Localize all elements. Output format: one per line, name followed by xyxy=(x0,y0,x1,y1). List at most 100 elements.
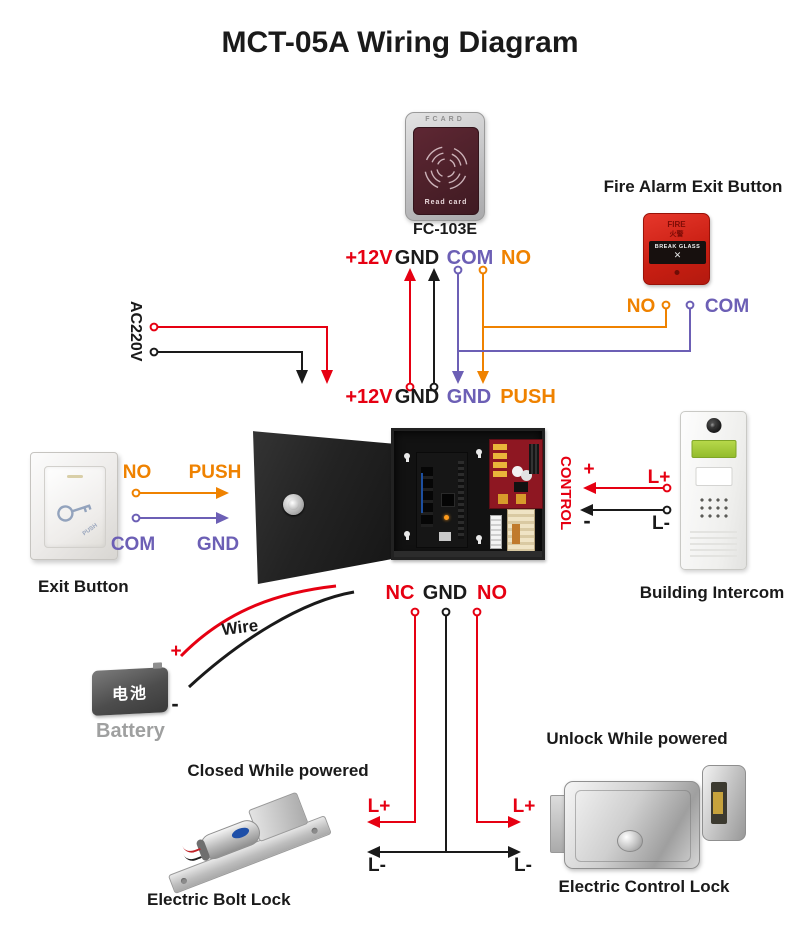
relay-no-label: NO xyxy=(477,582,507,604)
exit-button-led xyxy=(67,475,83,478)
exit-button-face: PUSH xyxy=(44,466,106,548)
mounting-keyhole-icon xyxy=(476,449,482,458)
wire-firealarm-no xyxy=(484,309,667,328)
electric-control-lock-device xyxy=(550,765,746,873)
lock-face xyxy=(575,790,691,862)
controllock-label: Electric Control Lock xyxy=(558,877,730,896)
board-sticker xyxy=(439,532,451,541)
ctrl-12v-label: +12V xyxy=(345,386,393,408)
camera-icon xyxy=(706,418,721,433)
control-box-cabinet xyxy=(391,428,545,560)
building-intercom-device xyxy=(680,411,747,570)
battery-minus: - xyxy=(171,691,179,716)
control-plus: + xyxy=(583,459,595,480)
transformer-coil xyxy=(512,524,520,544)
boltlock-title: Closed While powered xyxy=(187,761,369,780)
battery-cn-text: 电池 xyxy=(111,684,148,704)
control-box-door xyxy=(253,431,392,584)
reader-top-12v: +12V xyxy=(345,247,393,269)
control-output-label: CONTROL xyxy=(557,456,574,531)
ctrl-push-label: PUSH xyxy=(500,386,556,408)
fire-alarm-com-label: COM xyxy=(704,296,750,317)
inductor xyxy=(498,494,508,504)
exit-button-device: PUSH xyxy=(30,452,118,560)
rfid-arcs-icon xyxy=(424,146,468,190)
lock-body xyxy=(564,781,700,869)
intercom-label: Building Intercom xyxy=(639,583,785,602)
battery-terminal xyxy=(153,662,162,669)
fire-alarm-no-label: NO xyxy=(626,296,656,317)
control-minus: - xyxy=(583,508,591,533)
brass-latch xyxy=(713,792,723,814)
battery-device: 电池 xyxy=(92,662,168,716)
wire-ac-neutral xyxy=(157,351,303,371)
fire-alarm-text-cn: 火警 xyxy=(669,231,684,238)
exit-no-label: NO xyxy=(122,462,152,483)
relay-nc-label: NC xyxy=(385,582,415,604)
relay-bank xyxy=(421,467,433,527)
break-glass-text: BREAK GLASS xyxy=(654,244,701,250)
mounting-keyhole-icon xyxy=(404,453,410,462)
exit-button-label: Exit Button xyxy=(38,577,129,596)
door-lock-icon xyxy=(283,494,304,515)
boltlock-lplus-label: L+ xyxy=(367,796,391,817)
heatsink xyxy=(529,444,539,474)
wire-group xyxy=(139,274,691,853)
cpu-chip xyxy=(441,493,455,507)
access-control-board xyxy=(416,452,468,548)
card-reader-brand: FCARD xyxy=(425,116,465,123)
boltlock-lminus-label: L- xyxy=(368,855,386,876)
wire-gnd-locks xyxy=(379,616,509,853)
speaker-grille-icon xyxy=(690,531,737,557)
exit-push-label: PUSH xyxy=(188,462,242,483)
board-trace xyxy=(421,473,423,513)
fire-alarm-device: FIRE 火警 BREAK GLASS ✕ xyxy=(643,213,710,285)
fire-alarm-title: Fire Alarm Exit Button xyxy=(603,177,783,196)
ctrl-gnd-label: GND xyxy=(394,386,440,408)
page-title: MCT-05A Wiring Diagram xyxy=(221,26,579,59)
reader-top-gnd: GND xyxy=(394,247,440,269)
controllock-lplus-label: L+ xyxy=(512,796,536,817)
electric-bolt-lock-device xyxy=(163,791,339,895)
controllock-title: Unlock While powered xyxy=(546,729,728,748)
fire-alarm-dot xyxy=(674,270,679,275)
card-reader-model: FC-103E xyxy=(412,221,478,238)
exit-gnd-label: GND xyxy=(196,534,240,555)
mounting-keyhole-icon xyxy=(404,531,410,540)
keypad-icon xyxy=(697,496,730,520)
wire-firealarm-com xyxy=(459,309,691,352)
card-reader-device: FCARD Read card xyxy=(405,112,485,221)
capacitor xyxy=(512,466,523,477)
reader-top-no: NO xyxy=(501,247,531,269)
wire-no-controllock xyxy=(476,616,509,823)
psu-terminals xyxy=(493,444,507,478)
terminal-strip xyxy=(458,461,464,539)
knob-icon xyxy=(617,830,643,852)
card-reader-face: Read card xyxy=(413,127,479,215)
battery-plus: + xyxy=(170,641,182,662)
ctrl-gnd2-label: GND xyxy=(446,386,492,408)
ac220v-label: AC220V xyxy=(127,301,144,362)
intercom-lminus-label: L- xyxy=(652,513,670,534)
wire-ac-live xyxy=(157,326,328,371)
relay-gnd-label: GND xyxy=(422,582,468,604)
arrowheads xyxy=(216,268,596,858)
wire-battery-plus xyxy=(179,584,337,658)
controllock-lminus-label: L- xyxy=(514,855,532,876)
reader-top-com: COM xyxy=(446,247,494,269)
battery-label: Battery xyxy=(96,720,165,742)
intercom-screen xyxy=(691,440,736,458)
terminal-block xyxy=(490,515,502,549)
key-icon xyxy=(57,504,92,522)
status-led xyxy=(444,515,449,520)
cabinet-lip xyxy=(394,551,542,557)
inductor xyxy=(516,494,526,504)
transformer xyxy=(507,509,535,555)
break-glass-x-icon: ✕ xyxy=(673,250,682,260)
psu-relay xyxy=(514,482,528,492)
wire-nc-boltlock xyxy=(379,616,416,823)
intercom-nameplate xyxy=(695,467,732,486)
boltlock-label: Electric Bolt Lock xyxy=(147,890,291,909)
power-supply-board xyxy=(489,439,543,509)
